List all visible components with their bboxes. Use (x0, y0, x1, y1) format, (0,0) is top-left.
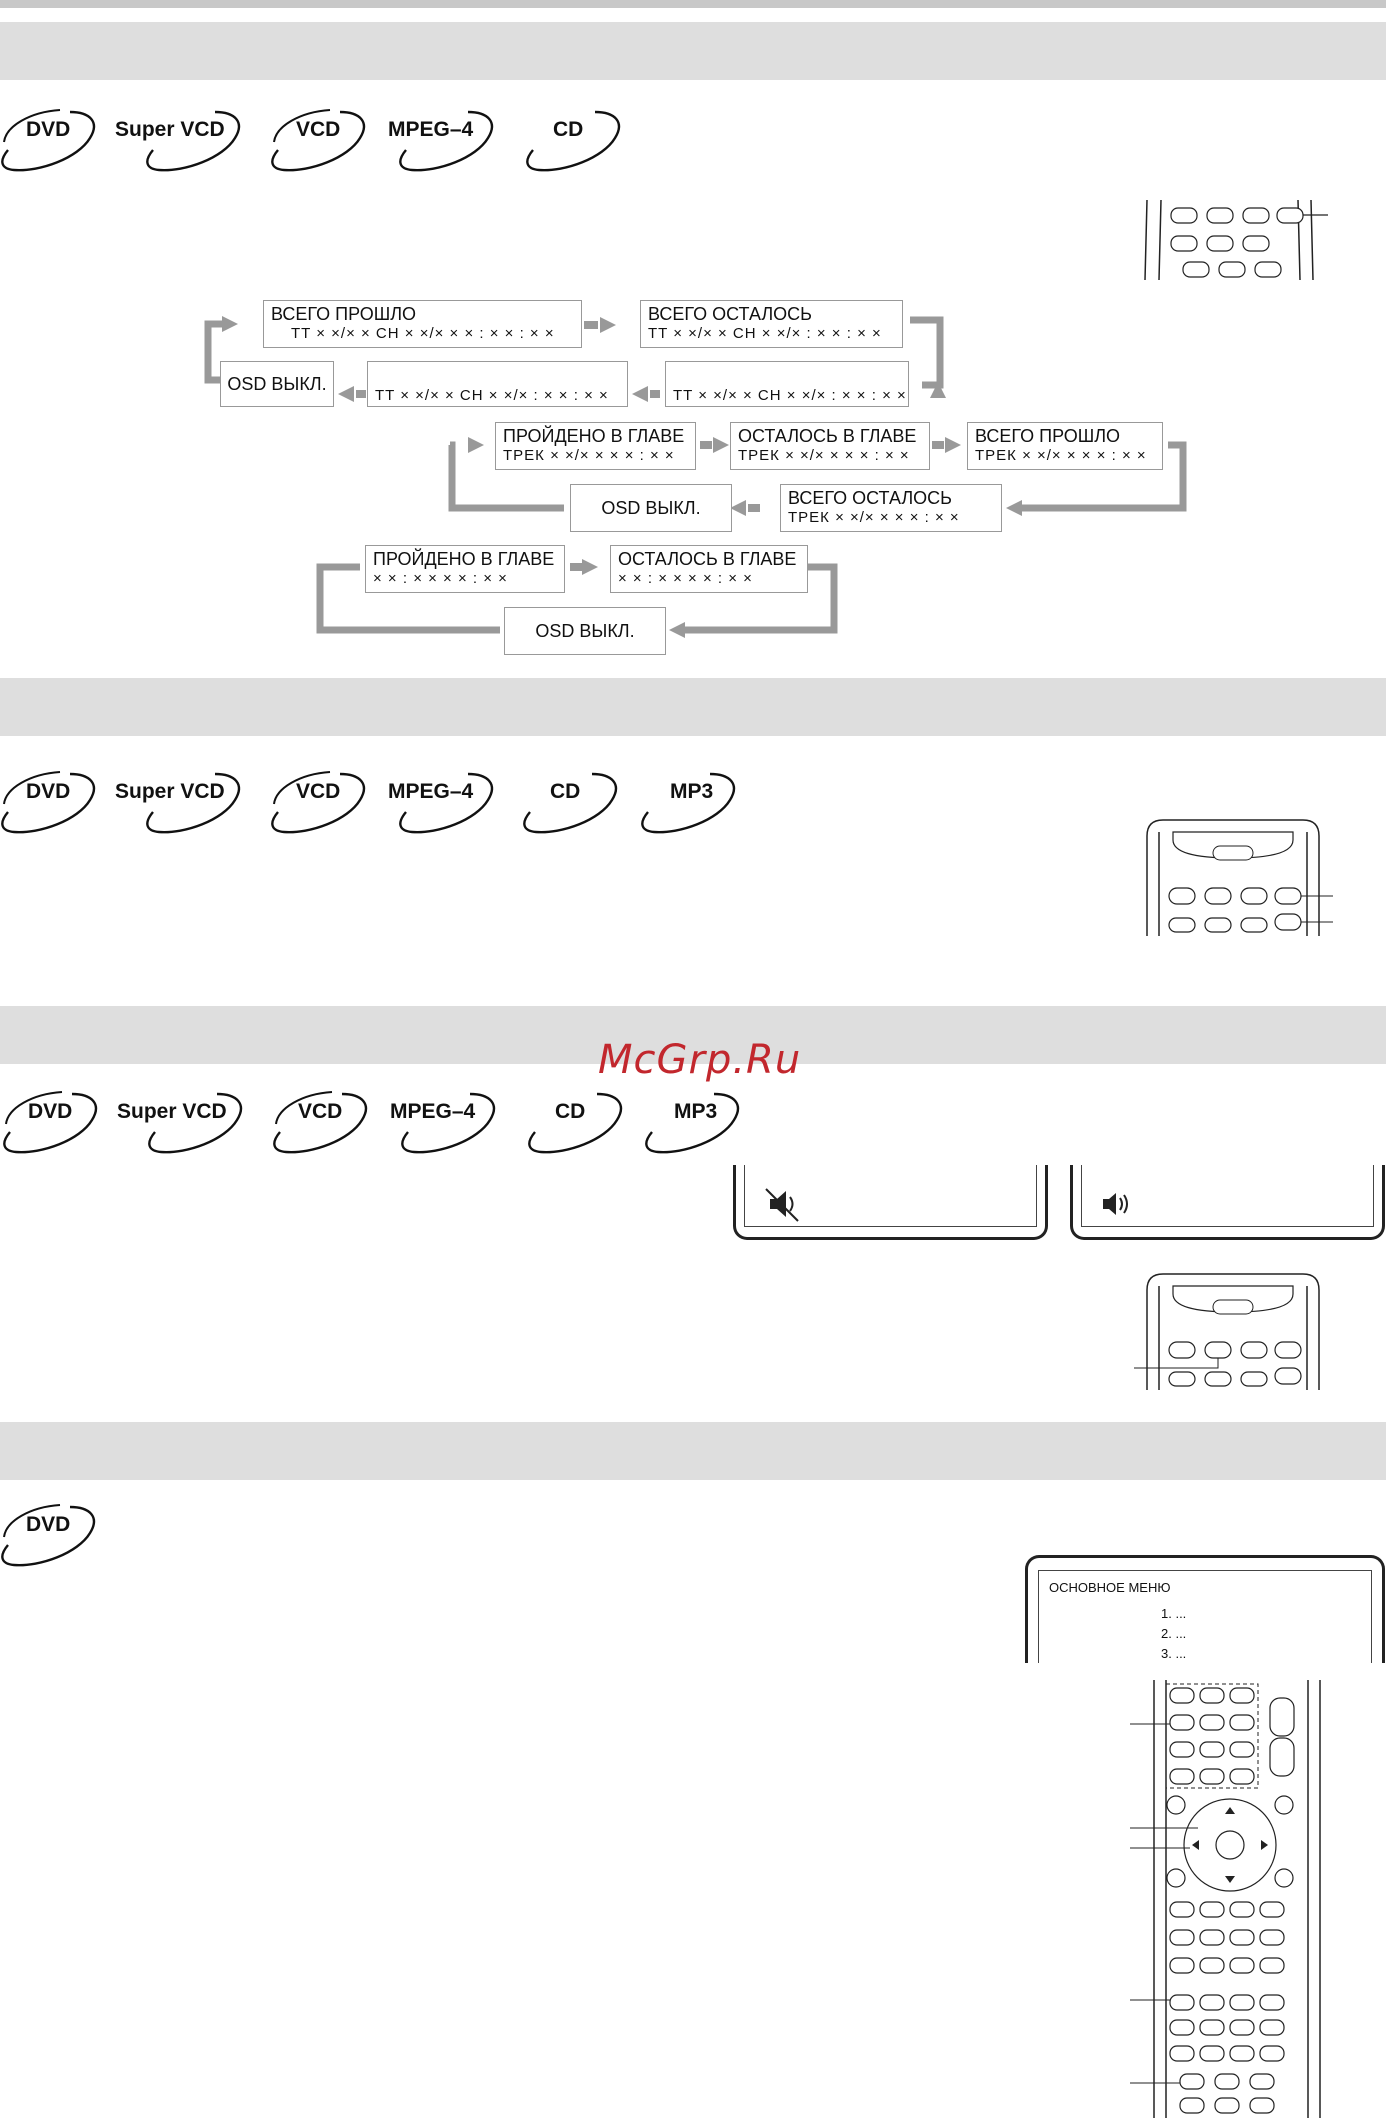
osd-dvd-chapter-remaining: TT × ×/× × CH × ×/× : × × : × × (665, 361, 909, 407)
screen-sound-on (1070, 1165, 1385, 1240)
osd-vcd-total-elapsed: ВСЕГО ПРОШЛО ТРЕК × ×/× × × × : × × (967, 422, 1163, 470)
screen-main-menu: ОСНОВНОЕ МЕНЮ 1. ... 2. ... 3. ... (1025, 1555, 1385, 1663)
section-header-bar (0, 1422, 1386, 1480)
disc-badge-super-vcd: Super VCD (117, 1082, 247, 1160)
disc-badge-vcd: VCD (270, 100, 375, 178)
speaker-icon (1103, 1193, 1128, 1215)
top-rule (0, 0, 1386, 8)
osd-dvd-total-remaining: ВСЕГО ОСТАЛОСЬ TT × ×/× × CH × ×/× : × ×… (640, 300, 903, 348)
osd-vcd-off: OSD ВЫКЛ. (570, 484, 732, 532)
disc-badge-super-vcd: Super VCD (115, 762, 245, 840)
remote-osd-illustration (1144, 200, 1328, 281)
remote-volume-illustration (1146, 819, 1333, 936)
menu-item: 3. ... (1161, 1646, 1187, 1661)
section-header-bar (0, 22, 1386, 80)
osd-vcd-total-remaining: ВСЕГО ОСТАЛОСЬ ТРЕК × ×/× × × × : × × (780, 484, 1002, 532)
disc-badge-mp3: MP3 (640, 762, 745, 840)
disc-badge-dvd: DVD (0, 1495, 105, 1573)
watermark: McGrp.Ru (598, 1037, 802, 1083)
osd-dvd-total-elapsed: ВСЕГО ПРОШЛО TT × ×/× × CH × ×/× × × : ×… (263, 300, 582, 348)
disc-badge-super-vcd: Super VCD (115, 100, 245, 178)
remote-full-illustration (1130, 1680, 1321, 2118)
osd-vcd-track-remaining: ОСТАЛОСЬ В ГЛАВЕ ТРЕК × ×/× × × × : × × (730, 422, 930, 470)
osd-vcd-track-elapsed: ПРОЙДЕНО В ГЛАВЕ ТРЕК × ×/× × × × : × × (495, 422, 696, 470)
osd-dvd-off: OSD ВЫКЛ. (220, 361, 334, 407)
osd-cd-track-remaining: ОСТАЛОСЬ В ГЛАВЕ × × : × × × × : × × (610, 545, 808, 593)
disc-badge-mp3: MP3 (644, 1082, 749, 1160)
osd-cd-off: OSD ВЫКЛ. (504, 607, 666, 655)
disc-badge-mpeg4: MPEG–4 (388, 762, 503, 840)
osd-flow-arrows (204, 316, 1187, 638)
osd-dvd-chapter-elapsed: TT × ×/× × CH × ×/× : × × : × × (367, 361, 628, 407)
disc-badge-vcd: VCD (270, 762, 375, 840)
disc-badge-cd: CD (527, 1082, 632, 1160)
disc-badge-dvd: DVD (0, 762, 105, 840)
disc-badge-vcd: VCD (272, 1082, 377, 1160)
section-header-bar (0, 678, 1386, 736)
menu-item: 2. ... (1161, 1626, 1187, 1641)
disc-badge-dvd: DVD (2, 1082, 107, 1160)
disc-badge-dvd: DVD (0, 100, 105, 178)
menu-title: ОСНОВНОЕ МЕНЮ (1049, 1580, 1171, 1595)
section-header-bar (0, 1006, 1386, 1064)
screen-muted (733, 1165, 1048, 1240)
disc-badge-cd: CD (525, 100, 630, 178)
menu-item: 1. ... (1161, 1606, 1187, 1621)
osd-cd-track-elapsed: ПРОЙДЕНО В ГЛАВЕ × × : × × × × : × × (365, 545, 565, 593)
remote-mute-illustration (1134, 1273, 1320, 1390)
disc-badge-mpeg4: MPEG–4 (388, 100, 503, 178)
disc-badge-mpeg4: MPEG–4 (390, 1082, 505, 1160)
disc-badge-cd: CD (522, 762, 627, 840)
mute-icon (765, 1188, 799, 1222)
